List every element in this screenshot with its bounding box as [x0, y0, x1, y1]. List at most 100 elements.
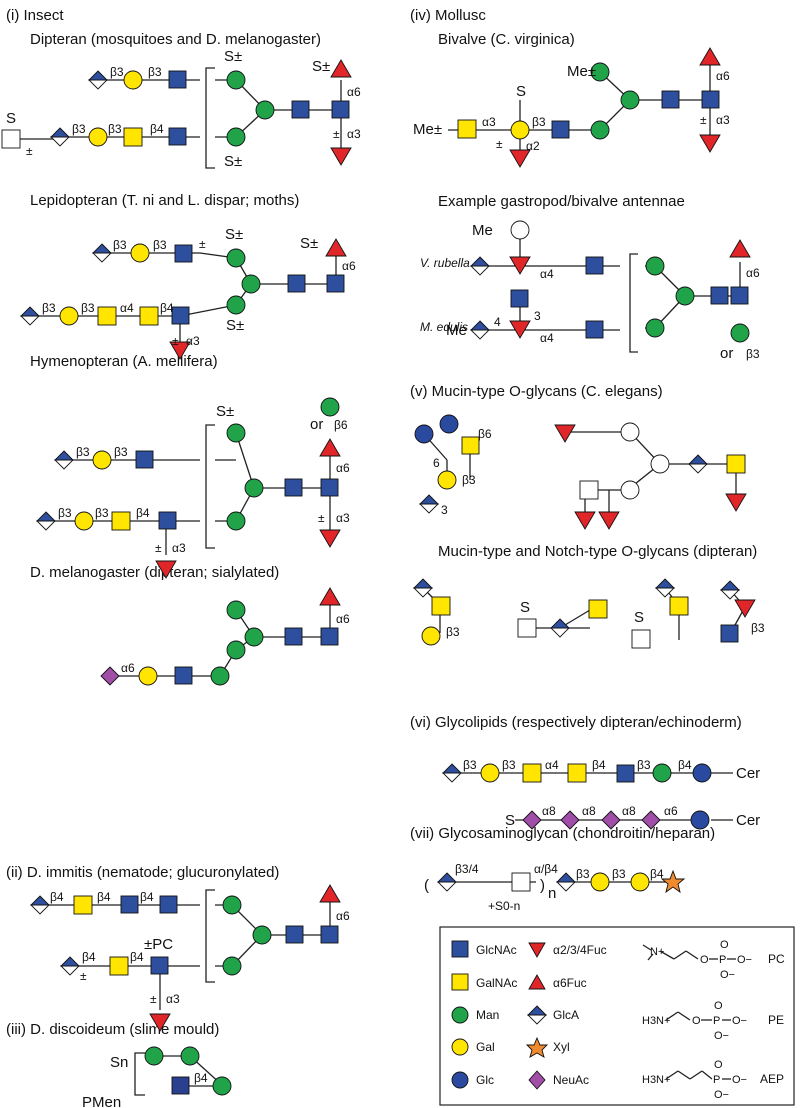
- linkage-label: α6: [121, 661, 135, 675]
- immitis-glycan: β4 β4 β4 β4 β4 ± ±PC α3 ± α6: [30, 884, 350, 1032]
- linkage-label: β3: [95, 506, 109, 520]
- substituent-label: ±: [150, 992, 157, 1006]
- linkage-label: α2: [526, 139, 540, 153]
- section-iv-header: (iv) Mollusc: [410, 7, 486, 24]
- pmen-label: PMen: [82, 1094, 121, 1108]
- mucin-elegans-glycans: β6 6 β3 3: [414, 414, 747, 530]
- legend-glcnac: GlcNAc: [476, 943, 517, 957]
- linkage-label: β4: [150, 122, 164, 136]
- legend-glca: GlcA: [553, 1008, 579, 1022]
- linkage-label: β3: [746, 347, 760, 361]
- pc-o4: O−: [737, 954, 752, 966]
- substituent-label: ±: [318, 511, 325, 525]
- linkage-label: β3: [446, 625, 460, 639]
- linkage-label: β6: [334, 418, 348, 432]
- linkage-label: β4: [97, 890, 111, 904]
- substituent-label: +S0-n: [488, 899, 520, 913]
- linkage-label: β4: [194, 1071, 208, 1085]
- pc-structure: N+ O P O O− O− PC: [642, 939, 785, 981]
- linkage-label: β3: [148, 65, 162, 79]
- pe-structure: H3N+ O P O O− O− PE: [642, 1000, 784, 1042]
- linkage-label: β3: [72, 122, 86, 136]
- linkage-label: β4: [130, 950, 144, 964]
- linkage-label: α3: [186, 334, 200, 348]
- linkage-label: 4: [494, 315, 501, 329]
- gastropod-subtitle: Example gastropod/bivalve antennae: [438, 193, 685, 210]
- pe-o: O: [692, 1015, 701, 1027]
- substituent-label: ±: [155, 541, 162, 555]
- linkage-label: β6: [478, 427, 492, 441]
- substituent-label: S±: [312, 58, 330, 75]
- glycosaminoglycan: ( ) n β3/4 α/β4 +S0-n β3 β3 β4: [424, 862, 686, 913]
- substituent-label: Me±: [567, 63, 596, 80]
- linkage-label: α8: [622, 804, 636, 818]
- pc-p: P: [719, 954, 726, 966]
- linkage-label: α3: [482, 115, 496, 129]
- linkage-label: α8: [542, 804, 556, 818]
- substituent-label: S±: [300, 235, 318, 252]
- melanogaster-subtitle: D. melanogaster (dipteran; sialylated): [30, 564, 279, 581]
- linkage-label: 6: [433, 456, 440, 470]
- sialylated-glycan: α6 α6: [100, 587, 350, 686]
- linkage-label: α6: [336, 461, 350, 475]
- substituent-label: S: [634, 609, 644, 626]
- aep-o4: O−: [732, 1074, 747, 1086]
- linkage-label: β3: [462, 473, 476, 487]
- substituent-label: S±: [226, 317, 244, 334]
- substituent-label: ±: [80, 969, 87, 983]
- pe-o2: O: [714, 1000, 723, 1012]
- legend-pc: PC: [768, 952, 785, 966]
- linkage-label: α6: [716, 69, 730, 83]
- aep-n: H3N+: [642, 1074, 670, 1086]
- legend-galnac: GalNAc: [476, 976, 517, 990]
- linkage-label: α3: [166, 992, 180, 1006]
- linkage-label: α3: [336, 511, 350, 525]
- legend-fuc234: α2/3/4Fuc: [553, 943, 607, 957]
- legend-neuac: NeuAc: [553, 1073, 589, 1087]
- repeat-label: n: [548, 885, 556, 902]
- discoideum-glycan: Sn PMen β4: [82, 1046, 232, 1108]
- substituent-label: ±: [496, 137, 503, 151]
- mucin-notch-glycans: β3 S S β3: [413, 578, 765, 649]
- linkage-label: β3: [76, 445, 90, 459]
- substituent-label: ±: [199, 237, 206, 251]
- legend-glc: Glc: [476, 1073, 494, 1087]
- hymenopteran-subtitle: Hymenopteran (A. mellifera): [30, 353, 218, 370]
- substituent-label: ±PC: [144, 936, 173, 953]
- linkage-label: β3: [81, 301, 95, 315]
- substituent-label: ±: [26, 144, 33, 158]
- linkage-label: β3: [576, 867, 590, 881]
- section-i-header: (i) Insect: [6, 7, 64, 24]
- legend-xyl: Xyl: [553, 1040, 570, 1054]
- substituent-label: S: [6, 110, 16, 127]
- legend-gal: Gal: [476, 1040, 495, 1054]
- legend-pe: PE: [768, 1013, 784, 1027]
- linkage-label: β4: [650, 867, 664, 881]
- linkage-label: β3: [463, 758, 477, 772]
- linkage-label: β4: [136, 506, 150, 520]
- substituent-label: S: [505, 812, 515, 829]
- linkage-label: β3: [502, 758, 516, 772]
- substituent-label: S±: [225, 226, 243, 243]
- linkage-label: β4: [50, 890, 64, 904]
- linkage-label: β3/4: [455, 862, 479, 876]
- linkage-label: α3: [347, 127, 361, 141]
- linkage-label: β3: [42, 301, 56, 315]
- substituent-label: Me±: [413, 121, 442, 138]
- linkage-label: α6: [347, 85, 361, 99]
- linkage-label: α6: [664, 804, 678, 818]
- linkage-label: α4: [120, 301, 134, 315]
- linkage-label: β3: [153, 238, 167, 252]
- or-label: or: [310, 416, 323, 433]
- linkage-label: β3: [110, 65, 124, 79]
- substituent-label: Me: [446, 322, 467, 339]
- linkage-label: β3: [637, 758, 651, 772]
- pe-o3: O−: [714, 1030, 729, 1042]
- mucin-notch-subtitle: Mucin-type and Notch-type O-glycans (dip…: [438, 543, 757, 560]
- glycolipids: β3 β3 α4 β4 β3 β4 Cer S α8 α8 α8 α6 Cer: [442, 758, 760, 830]
- linkage-label: α3: [716, 113, 730, 127]
- bivalve-glycan: Me± Me± S α3 β3 α2 ± α6 α3 ±: [413, 47, 730, 168]
- linkage-label: β3: [532, 115, 546, 129]
